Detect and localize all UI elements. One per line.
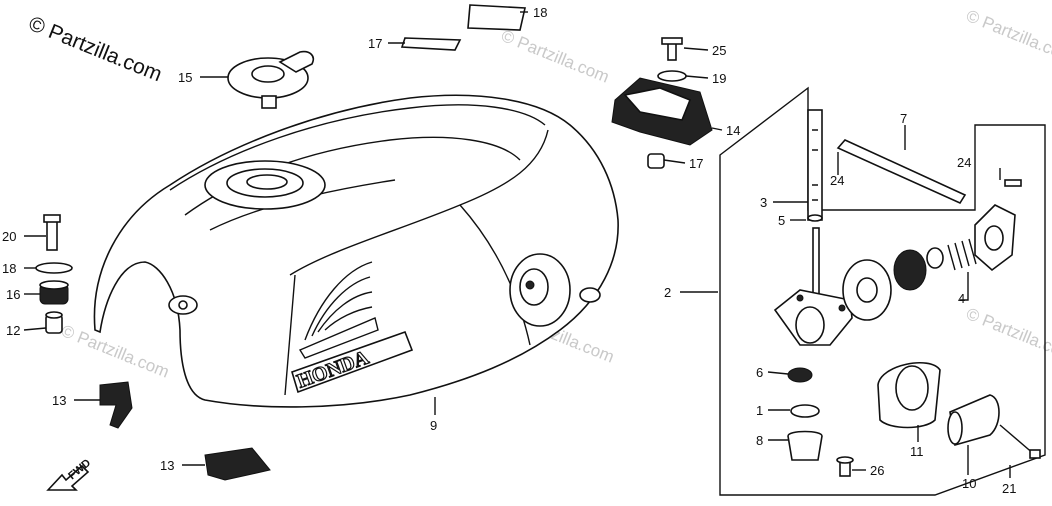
ghost-watermark: © Partzilla.com xyxy=(964,304,1052,365)
leader-lines xyxy=(23,11,1011,478)
callout-22: 20 xyxy=(2,229,16,244)
callout-26: 26 xyxy=(870,463,884,478)
callout-15: 15 xyxy=(178,70,192,85)
ghost-watermark: © Partzilla.com xyxy=(964,6,1052,67)
callout-13a: 13 xyxy=(52,393,66,408)
callout-24b: 24 xyxy=(957,155,971,170)
callout-2: 2 xyxy=(664,285,671,300)
callout-3: 3 xyxy=(760,195,767,210)
callout-11: 11 xyxy=(910,444,924,459)
gasket-parts xyxy=(400,4,526,51)
left-mount-parts xyxy=(35,214,271,481)
callout-7: 7 xyxy=(900,111,907,126)
callout-13b: 13 xyxy=(160,458,174,473)
callout-9: 9 xyxy=(430,418,437,433)
callout-16: 16 xyxy=(6,287,20,302)
callout-8: 8 xyxy=(756,433,763,448)
callout-4: 4 xyxy=(958,291,965,306)
wing-emblem xyxy=(298,261,379,359)
callout-14: 14 xyxy=(726,123,740,138)
callout-6: 6 xyxy=(756,365,763,380)
callout-1: 1 xyxy=(756,403,763,418)
callout-20: 18 xyxy=(2,261,16,276)
fuel-valve-group xyxy=(719,86,1046,496)
fwd-indicator: FWD xyxy=(46,457,93,491)
mount-bracket xyxy=(611,37,713,169)
callout-18: 18 xyxy=(533,5,547,20)
callout-10: 10 xyxy=(962,476,976,491)
callout-5: 5 xyxy=(778,213,785,228)
callout-24a: 24 xyxy=(830,173,844,188)
fuel-cap xyxy=(227,50,315,109)
callout-12: 12 xyxy=(6,323,20,338)
callout-25: 25 xyxy=(712,43,726,58)
callout-23: 21 xyxy=(1002,481,1016,496)
ghost-watermark: © Partzilla.com xyxy=(59,321,172,382)
fuel-tank: HONDA xyxy=(93,94,619,408)
ghost-watermark: © Partzilla.com xyxy=(499,26,612,87)
callout-19: 17 xyxy=(689,156,703,171)
callout-17: 17 xyxy=(368,36,382,51)
callout-21: 19 xyxy=(712,71,726,86)
callout-labels: 15 17 18 25 19 14 17 20 18 16 12 13 13 9… xyxy=(2,5,1016,496)
